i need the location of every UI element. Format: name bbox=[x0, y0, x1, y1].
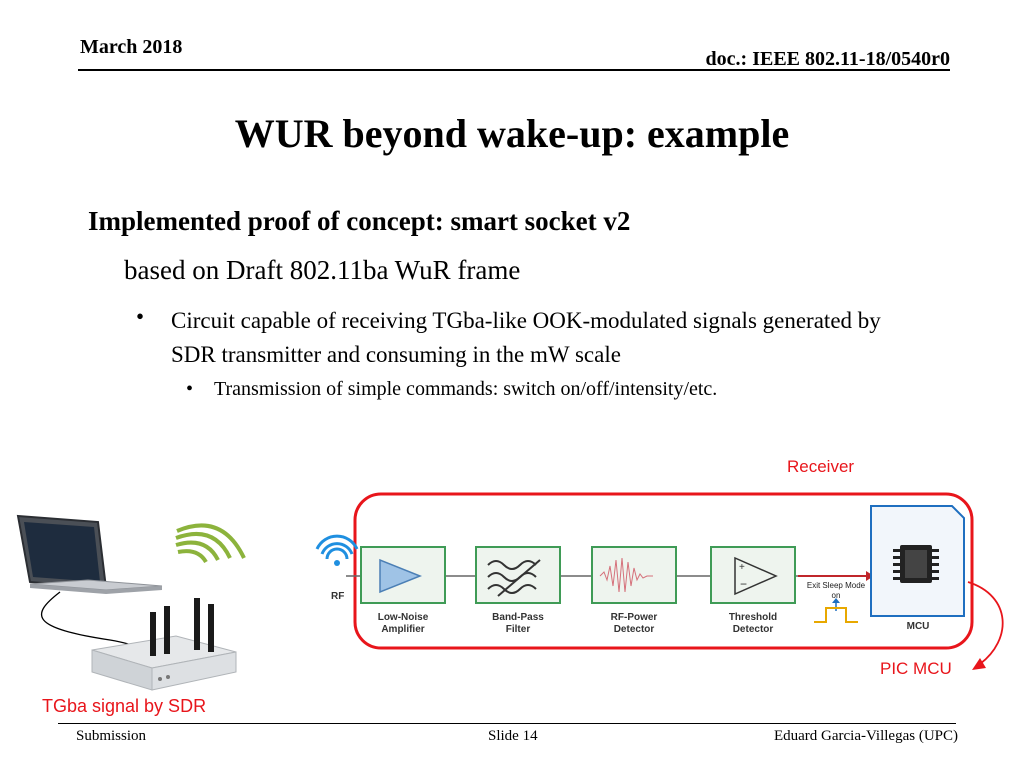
block-threshold bbox=[710, 546, 796, 604]
receiver-label: Receiver bbox=[787, 457, 855, 476]
header-divider bbox=[78, 69, 950, 71]
block-label-line2: Detector bbox=[614, 624, 655, 635]
header-doc-id: doc.: IEEE 802.11-18/0540r0 bbox=[705, 48, 950, 70]
wake-pulse bbox=[814, 607, 858, 623]
comparator-icon: + − bbox=[734, 556, 778, 596]
footer-divider bbox=[58, 723, 956, 724]
bullet-dot-level4: • bbox=[186, 378, 194, 400]
block-label-line1: Low-Noise bbox=[378, 612, 429, 623]
footer-submission: Submission bbox=[76, 728, 147, 744]
bullet-dot-level3: • bbox=[136, 304, 145, 329]
block-label-line1: RF-Power bbox=[611, 612, 658, 623]
block-label-line2: Filter bbox=[506, 624, 531, 635]
footer-slide-number: Slide 14 bbox=[488, 728, 538, 744]
svg-text:−: − bbox=[740, 577, 747, 591]
rf-label: RF bbox=[331, 591, 344, 602]
bullet-level3: Circuit capable of receiving TGba-like O… bbox=[171, 308, 881, 367]
block-label-line2: Detector bbox=[733, 624, 774, 635]
footer-author: Eduard Garcia-Villegas (UPC) bbox=[773, 728, 958, 744]
mcu-callout-arrow bbox=[967, 581, 1004, 665]
amplifier-icon bbox=[379, 558, 423, 594]
antenna-icon bbox=[315, 534, 359, 560]
filter-icon bbox=[487, 559, 541, 597]
header-date: March 2018 bbox=[80, 36, 183, 58]
exit-sleep-label: Exit Sleep Mode bbox=[807, 581, 866, 590]
slide-title: WUR beyond wake-up: example bbox=[234, 111, 790, 156]
receiver-outline bbox=[353, 492, 974, 650]
pic-mcu-label: PIC MCU bbox=[880, 659, 952, 678]
exit-sleep-label-on: on bbox=[832, 591, 841, 600]
wifi-signal-icon bbox=[175, 523, 246, 564]
detector-icon bbox=[599, 557, 653, 593]
bullet-level2: based on Draft 802.11ba WuR frame bbox=[124, 255, 521, 285]
block-label-line2: Amplifier bbox=[381, 624, 424, 635]
block-label-line1: Band-Pass bbox=[492, 612, 544, 623]
block-label-line1: Threshold bbox=[729, 612, 777, 623]
chip-icon bbox=[893, 545, 939, 583]
bullet-level1: Implemented proof of concept: smart sock… bbox=[88, 206, 631, 236]
svg-text:+: + bbox=[739, 562, 745, 573]
bullet-level4: Transmission of simple commands: switch … bbox=[214, 378, 718, 400]
mcu-label: MCU bbox=[907, 621, 930, 632]
sdr-router-icon bbox=[91, 598, 237, 691]
block-bpf bbox=[475, 546, 561, 604]
block-detector bbox=[591, 546, 677, 604]
sdr-signal-label: TGba signal by SDR bbox=[42, 696, 207, 716]
laptop-icon bbox=[16, 514, 163, 594]
